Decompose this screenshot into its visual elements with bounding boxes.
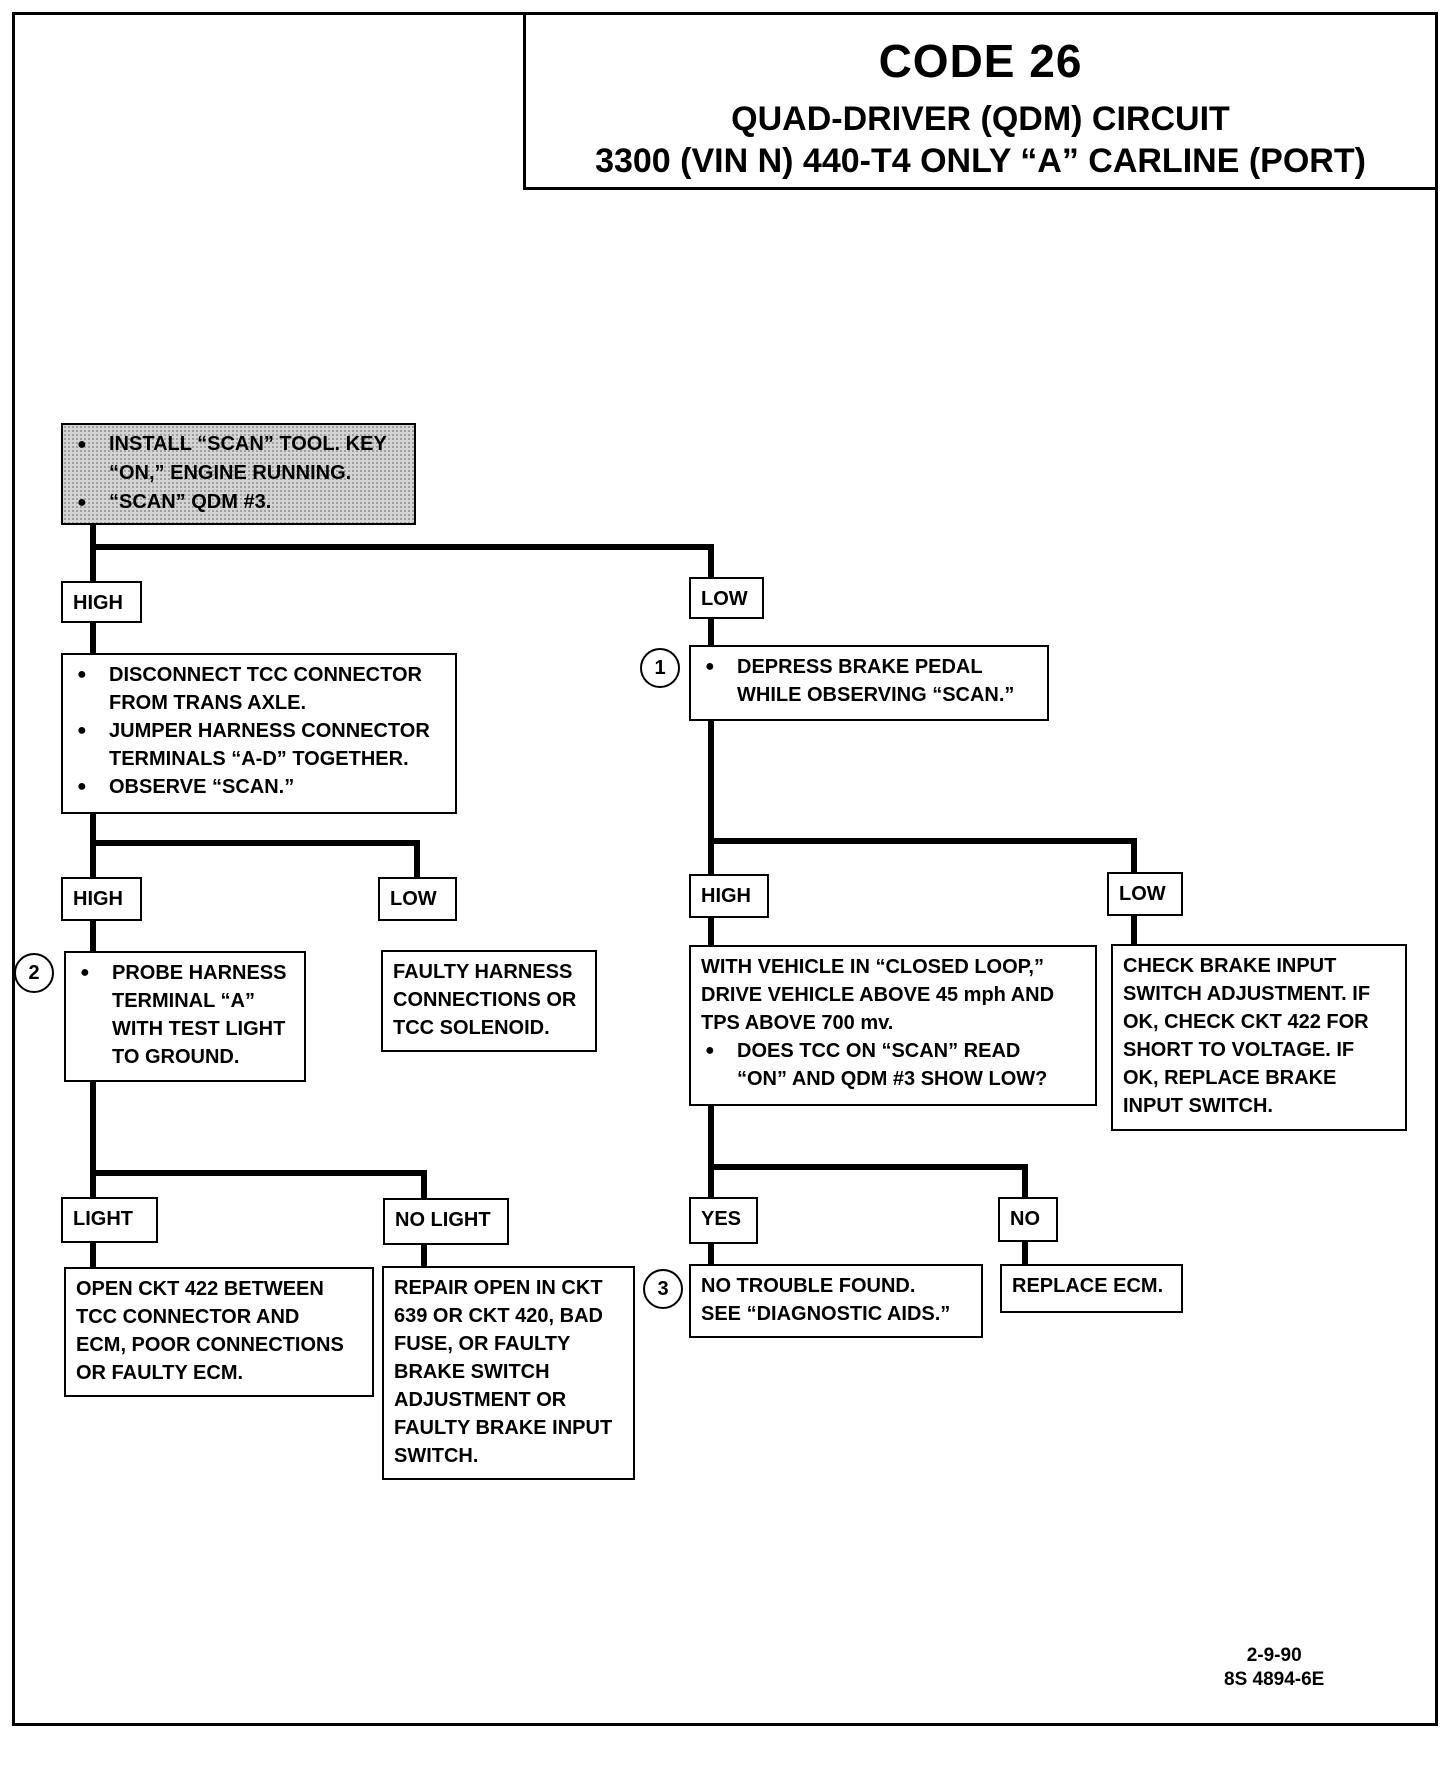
disconnect-line-4: TERMINALS “A-D” TOGETHER. <box>109 748 409 770</box>
faulty-line-2: CONNECTIONS OR <box>393 989 577 1011</box>
connector-closed-right <box>708 1164 1028 1200</box>
probe-line-1: PROBE HARNESS <box>76 959 294 987</box>
repair-line-4: BRAKE SWITCH <box>394 1361 550 1383</box>
open-ckt-box: OPEN CKT 422 BETWEEN TCC CONNECTOR AND E… <box>64 1267 374 1397</box>
check-brake-input-box: CHECK BRAKE INPUT SWITCH ADJUSTMENT. IF … <box>1111 944 1407 1131</box>
footer-doc-ref: 8S 4894-6E <box>1224 1669 1325 1690</box>
repair-line-7: SWITCH. <box>394 1445 479 1467</box>
step-number-1: 1 <box>640 648 680 688</box>
connector-start-right <box>90 544 714 583</box>
connector-probe-right <box>90 1170 427 1201</box>
footer-reference: 2-9-90 8S 4894-6E <box>1224 1644 1324 1692</box>
footer-date: 2-9-90 <box>1246 1645 1302 1666</box>
probe-harness-box: PROBE HARNESS TERMINAL “A” WITH TEST LIG… <box>64 951 306 1082</box>
step-number-3: 3 <box>643 1269 683 1309</box>
start-instruction-box: INSTALL “SCAN” TOOL. KEY “ON,” ENGINE RU… <box>61 423 416 525</box>
closed-loop-line-3: TPS ABOVE 700 mv. <box>701 1012 894 1034</box>
label-light: LIGHT <box>61 1197 158 1243</box>
open-ckt-line-1: OPEN CKT 422 BETWEEN <box>76 1278 324 1300</box>
open-ckt-line-3: ECM, POOR CONNECTIONS <box>76 1334 344 1356</box>
start-line-1: INSTALL “SCAN” TOOL. KEY <box>73 430 404 459</box>
connector-step-right <box>90 840 420 880</box>
check-brake-line-1: CHECK BRAKE INPUT <box>1123 955 1337 977</box>
probe-line-3: WITH TEST LIGHT <box>112 1018 286 1040</box>
label-no: NO <box>998 1197 1058 1242</box>
check-brake-line-5: OK, REPLACE BRAKE <box>1123 1067 1337 1089</box>
label-high-probe: HIGH <box>61 877 142 921</box>
closed-loop-line-5: “ON” AND QDM #3 SHOW LOW? <box>737 1068 1048 1090</box>
label-high-right: HIGH <box>689 874 769 918</box>
closed-loop-line-1: WITH VEHICLE IN “CLOSED LOOP,” <box>701 956 1044 978</box>
repair-open-box: REPAIR OPEN IN CKT 639 OR CKT 420, BAD F… <box>382 1266 635 1480</box>
page-title: CODE 26 <box>878 35 1083 87</box>
label-yes: YES <box>689 1197 758 1244</box>
label-no-light: NO LIGHT <box>383 1198 509 1245</box>
faulty-line-3: TCC SOLENOID. <box>393 1017 550 1039</box>
disconnect-line-2: FROM TRANS AXLE. <box>109 692 307 714</box>
title-block: CODE 26 QUAD-DRIVER (QDM) CIRCUIT 3300 (… <box>523 12 1438 190</box>
disconnect-line-5: OBSERVE “SCAN.” <box>73 773 445 801</box>
no-trouble-box: NO TROUBLE FOUND. SEE “DIAGNOSTIC AIDS.” <box>689 1264 983 1338</box>
label-low-right-2: LOW <box>1107 872 1183 916</box>
closed-loop-line-4: DOES TCC ON “SCAN” READ <box>701 1037 1085 1065</box>
brake-line-1: DEPRESS BRAKE PEDAL <box>701 653 1037 681</box>
faulty-line-1: FAULTY HARNESS <box>393 961 573 983</box>
replace-ecm-box: REPLACE ECM. <box>1000 1264 1183 1313</box>
check-brake-line-6: INPUT SWITCH. <box>1123 1095 1273 1117</box>
start-line-3: “SCAN” QDM #3. <box>73 488 404 517</box>
disconnect-tcc-box: DISCONNECT TCC CONNECTOR FROM TRANS AXLE… <box>61 653 457 814</box>
check-brake-line-4: SHORT TO VOLTAGE. IF <box>1123 1039 1355 1061</box>
no-trouble-line-1: NO TROUBLE FOUND. <box>701 1275 916 1297</box>
brake-line-2: WHILE OBSERVING “SCAN.” <box>737 684 1015 706</box>
open-ckt-line-2: TCC CONNECTOR AND <box>76 1306 300 1328</box>
circuit-subtitle: QUAD-DRIVER (QDM) CIRCUIT <box>731 100 1230 138</box>
repair-line-1: REPAIR OPEN IN CKT <box>394 1277 603 1299</box>
check-brake-line-3: OK, CHECK CKT 422 FOR <box>1123 1011 1369 1033</box>
depress-brake-box: DEPRESS BRAKE PEDAL WHILE OBSERVING “SCA… <box>689 645 1049 721</box>
step-number-2: 2 <box>14 953 54 993</box>
no-trouble-line-2: SEE “DIAGNOSTIC AIDS.” <box>701 1303 951 1325</box>
vehicle-subtitle: 3300 (VIN N) 440-T4 ONLY “A” CARLINE (PO… <box>595 142 1366 180</box>
label-low-right: LOW <box>689 577 764 619</box>
repair-line-3: FUSE, OR FAULTY <box>394 1333 571 1355</box>
start-line-2: “ON,” ENGINE RUNNING. <box>109 462 352 484</box>
closed-loop-box: WITH VEHICLE IN “CLOSED LOOP,” DRIVE VEH… <box>689 945 1097 1106</box>
faulty-harness-box: FAULTY HARNESS CONNECTIONS OR TCC SOLENO… <box>381 950 597 1052</box>
closed-loop-line-2: DRIVE VEHICLE ABOVE 45 mph AND <box>701 984 1055 1006</box>
connector-brake-right <box>708 838 1137 875</box>
page-frame <box>12 12 1438 1726</box>
repair-line-5: ADJUSTMENT OR <box>394 1389 567 1411</box>
disconnect-line-1: DISCONNECT TCC CONNECTOR <box>73 661 445 689</box>
repair-line-2: 639 OR CKT 420, BAD <box>394 1305 603 1327</box>
repair-line-6: FAULTY BRAKE INPUT <box>394 1417 613 1439</box>
open-ckt-line-4: OR FAULTY ECM. <box>76 1362 244 1384</box>
check-brake-line-2: SWITCH ADJUSTMENT. IF <box>1123 983 1371 1005</box>
disconnect-line-3: JUMPER HARNESS CONNECTOR <box>73 717 445 745</box>
probe-line-2: TERMINAL “A” <box>112 990 255 1012</box>
probe-line-4: TO GROUND. <box>112 1046 240 1068</box>
replace-ecm-text: REPLACE ECM. <box>1012 1275 1164 1297</box>
label-high-left: HIGH <box>61 581 142 623</box>
label-low-faulty: LOW <box>378 877 457 921</box>
